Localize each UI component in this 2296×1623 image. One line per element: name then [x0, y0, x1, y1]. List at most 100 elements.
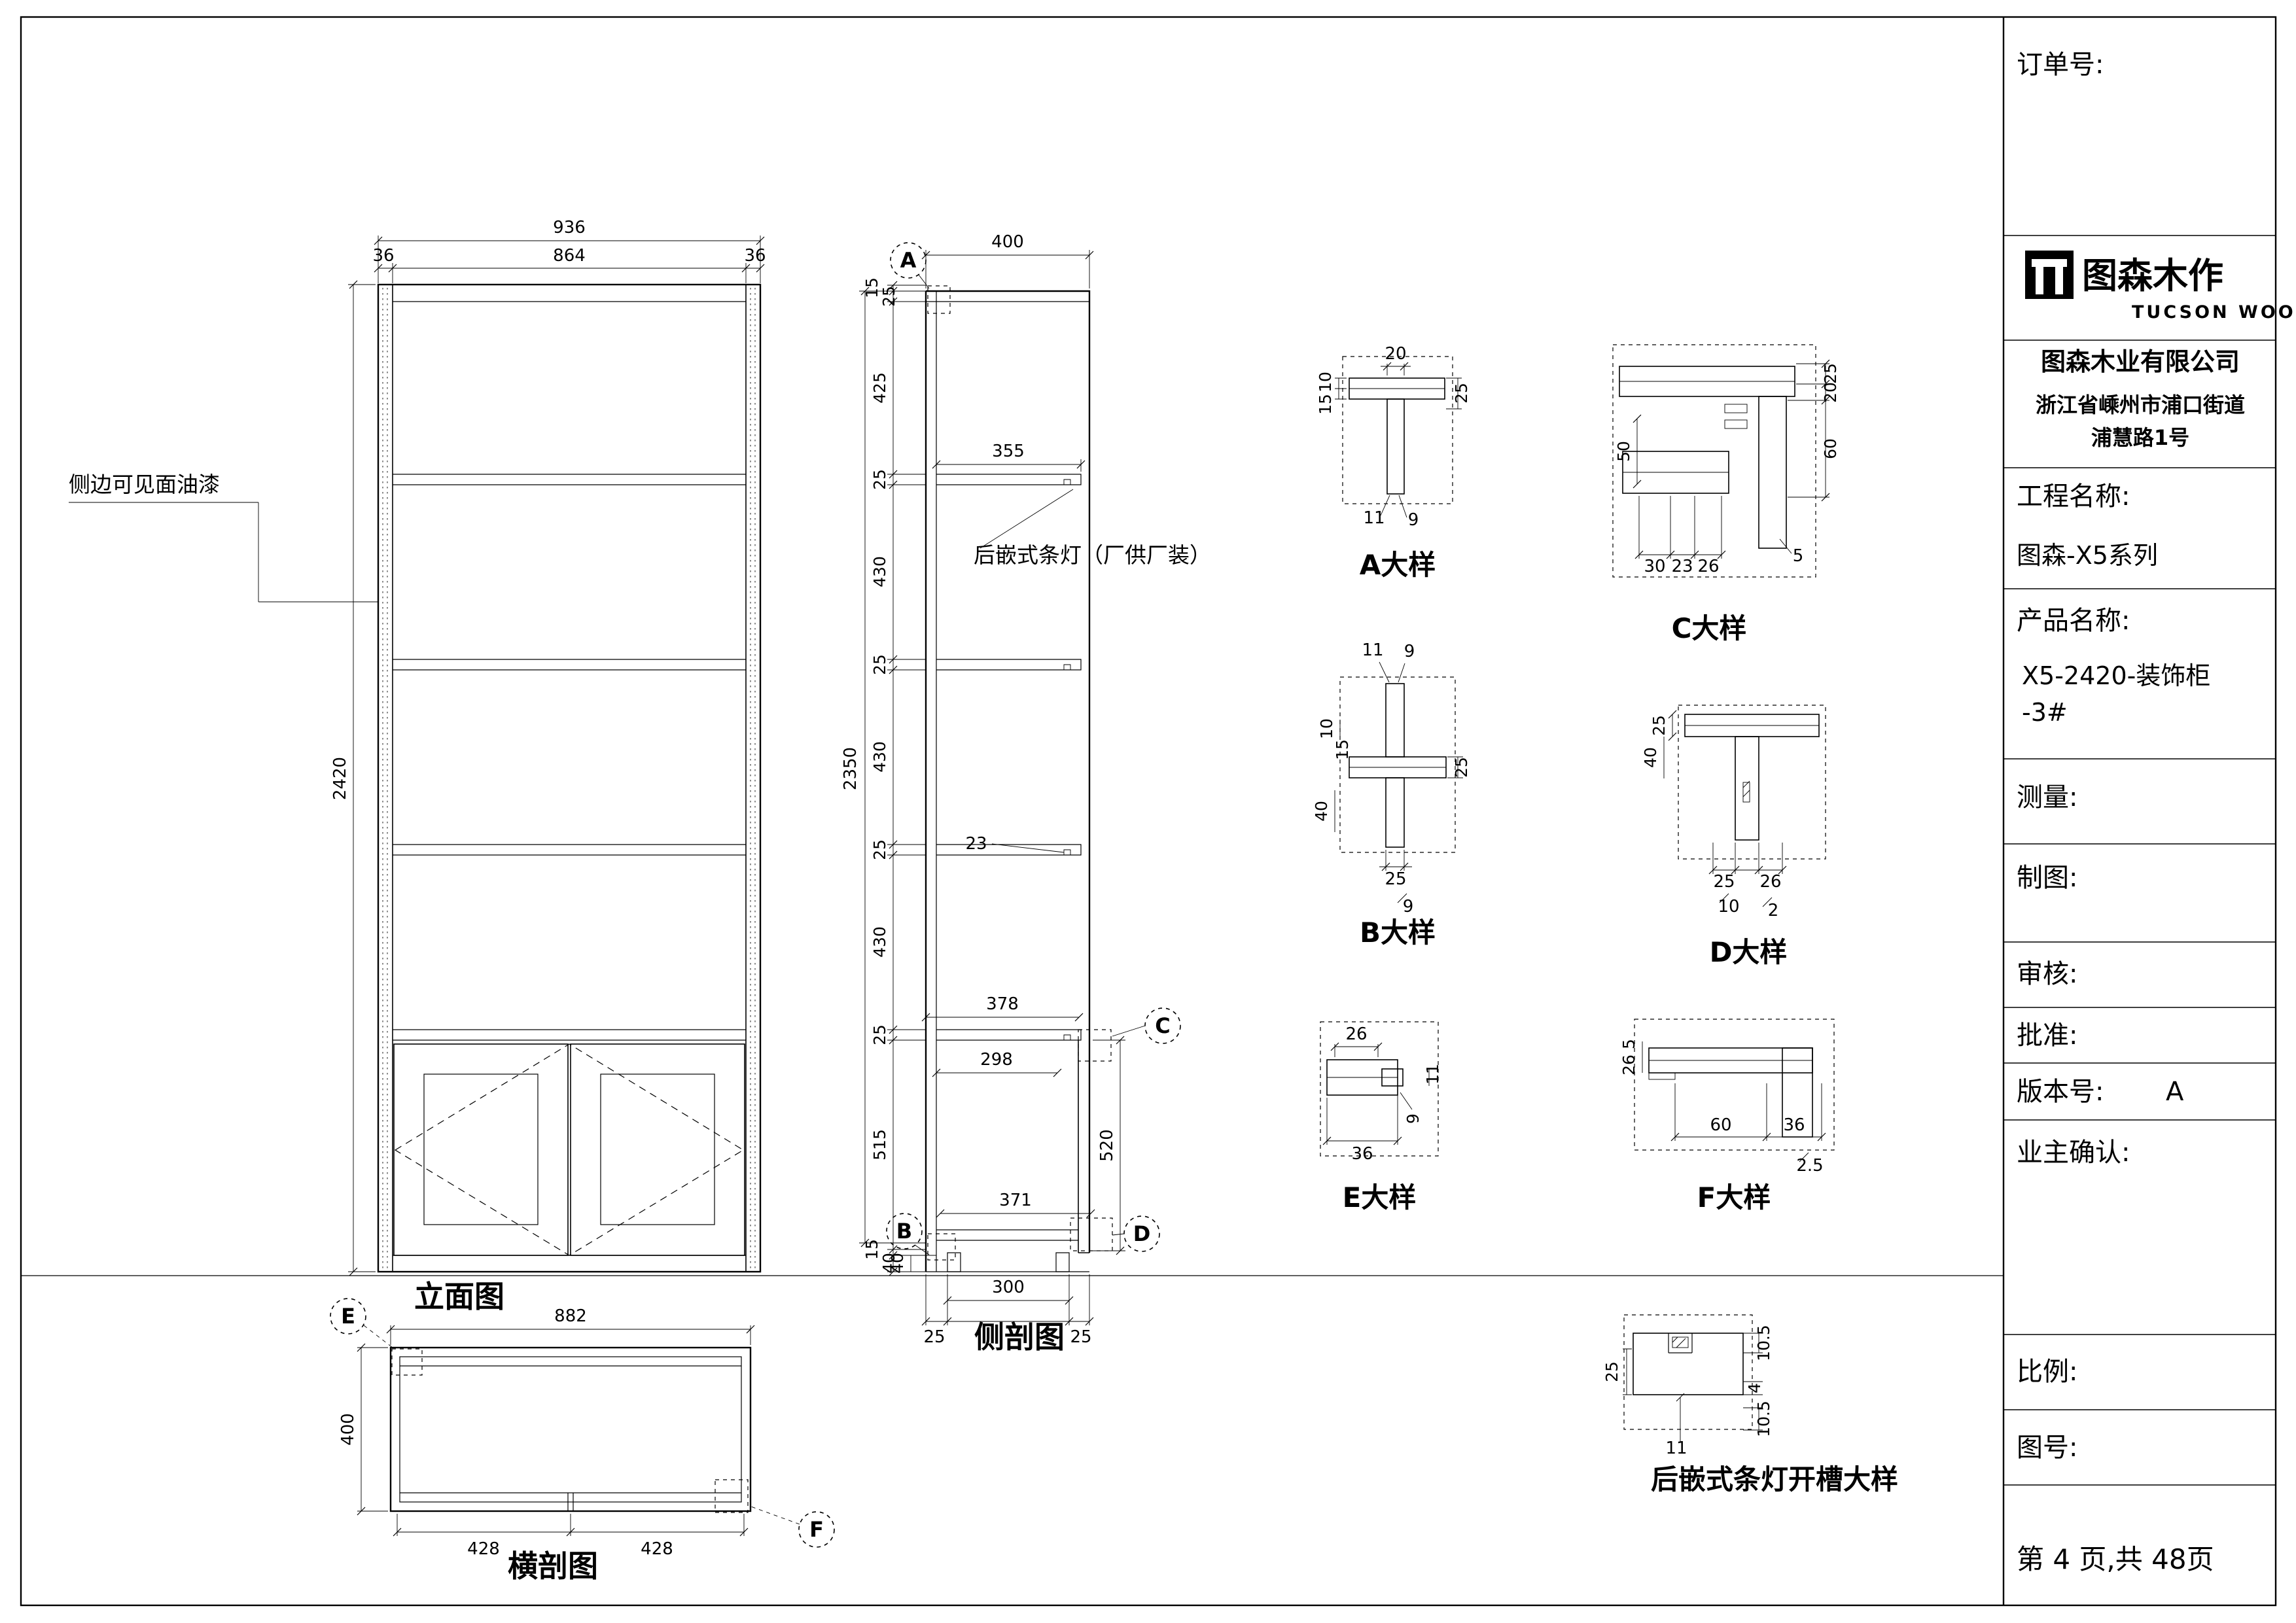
paint-note-text: 侧边可见面油漆 [69, 472, 220, 497]
marker-c: C [1155, 1013, 1170, 1038]
plan-markers: E F [330, 1298, 835, 1548]
side-dim-23: 23 [965, 834, 987, 854]
detail-c-dim-50: 50 [1614, 441, 1633, 462]
detail-d-dim-25-bottom: 25 [1713, 872, 1735, 892]
drafting-label: 制图: [2017, 863, 2077, 893]
detail-d-geometry [1684, 714, 1820, 841]
measure-label: 测量: [2017, 782, 2077, 812]
scale-label: 比例: [2017, 1357, 2077, 1387]
detail-e-dimensions: 26 11 9 36 [1322, 1024, 1442, 1164]
detail-b-dim-25-right: 25 [1452, 757, 1471, 778]
detail-c-dim-20: 20 [1821, 382, 1840, 403]
side-dim-298: 298 [980, 1050, 1013, 1070]
side-dim-25-right: 25 [1070, 1327, 1091, 1347]
detail-b-title: B大样 [1360, 916, 1436, 949]
marker-b: B [896, 1219, 912, 1244]
sheet-border [20, 16, 2277, 1607]
side-chain-25-d: 25 [870, 839, 889, 860]
detail-light-geometry [1633, 1333, 1744, 1395]
title-block: 订单号: 图森木作 TUCSON WOOD 图森木业有限公司 浙江省嵊州市浦口街… [2004, 50, 2296, 1575]
detail-b-dim-25-bottom: 25 [1385, 869, 1406, 889]
elev-dim-36-left: 36 [372, 246, 394, 266]
plan-dim-882: 882 [554, 1306, 587, 1326]
side-chain-425: 425 [870, 372, 889, 404]
detail-b-view: 11 9 10 15 40 25 25 9 B大样 [1312, 640, 1471, 949]
detail-a-dim-10: 10 [1316, 372, 1335, 393]
detail-b-dim-15: 15 [1333, 739, 1352, 760]
side-chain-515: 515 [870, 1129, 889, 1161]
detail-light-dimensions: 25 11 10.5 4 10.5 [1602, 1325, 1773, 1458]
light-note-text: 后嵌式条灯（厂供厂装） [974, 542, 1211, 568]
detail-d-dim-40: 40 [1641, 747, 1660, 768]
detail-b-dim-10: 10 [1317, 718, 1336, 739]
company-logo: 图森木作 TUCSON WOOD [2025, 251, 2296, 323]
side-dim-355: 355 [992, 442, 1025, 461]
product-name-value-line2: -3# [2022, 698, 2068, 727]
detail-b-dim-11: 11 [1362, 640, 1383, 660]
company-address-line2: 浦慧路1号 [2091, 425, 2189, 450]
elevation-geometry [377, 283, 762, 1273]
elevation-paint-note: 侧边可见面油漆 [69, 472, 378, 602]
detail-light-dim-10-5-bottom: 10.5 [1754, 1401, 1773, 1437]
plan-section-view: 882 400 428 428 E F 横剖图 [330, 1298, 835, 1584]
logo-name: 图森木作 [2082, 255, 2223, 296]
detail-c-dim-60: 60 [1821, 438, 1840, 459]
detail-c-dim-23: 23 [1671, 557, 1693, 576]
side-section-geometry [925, 285, 1113, 1272]
drawing-number-label: 图号: [2017, 1433, 2077, 1463]
marker-d: D [1133, 1221, 1151, 1246]
detail-a-dim-11: 11 [1363, 508, 1385, 528]
marker-f: F [809, 1517, 824, 1542]
detail-e-view: 26 11 9 36 E大样 [1320, 1021, 1442, 1213]
detail-b-dim-9-bottom: 9 [1403, 897, 1414, 916]
plan-geometry [389, 1346, 752, 1513]
side-dim-371: 371 [999, 1191, 1032, 1210]
detail-c-view: 25 20 60 50 30 23 26 5 C大样 [1612, 344, 1840, 644]
detail-light-title: 后嵌式条灯开槽大样 [1651, 1463, 1898, 1495]
detail-light-dim-10-5-top: 10.5 [1754, 1325, 1773, 1361]
detail-e-dim-26: 26 [1345, 1024, 1367, 1044]
side-dim-40-base: 40 [888, 1253, 907, 1274]
detail-d-dimensions: 25 40 25 26 10 2 [1641, 710, 1787, 920]
detail-c-geometry [1619, 366, 1795, 549]
detail-a-dimensions: 20 10 15 25 11 9 [1316, 344, 1471, 530]
detail-c-title: C大样 [1672, 612, 1747, 644]
detail-f-dim-60: 60 [1710, 1115, 1731, 1135]
detail-f-dim-26: 26 [1619, 1055, 1638, 1075]
side-dim-25-left: 25 [923, 1327, 945, 1347]
detail-e-dim-36: 36 [1351, 1144, 1373, 1164]
plan-dim-428-right: 428 [641, 1539, 673, 1559]
side-dim-520: 520 [1097, 1129, 1117, 1162]
elevation-dimensions: 936 36 864 36 2420 [330, 218, 766, 1276]
side-chain-25-e: 25 [870, 1024, 889, 1045]
elev-dim-2420: 2420 [330, 757, 350, 800]
detail-e-title: E大样 [1343, 1181, 1417, 1213]
detail-a-dim-25: 25 [1452, 383, 1471, 404]
detail-c-dim-30: 30 [1644, 557, 1665, 576]
detail-light-dim-4: 4 [1745, 1383, 1764, 1393]
detail-a-view: 20 10 15 25 11 9 A大样 [1316, 344, 1471, 581]
detail-light-dim-11: 11 [1665, 1439, 1687, 1458]
detail-e-geometry [1326, 1059, 1404, 1096]
detail-c-dim-5: 5 [1793, 546, 1804, 566]
detail-f-view: 5 26 60 36 2.5 F大样 [1619, 1019, 1835, 1213]
detail-a-dim-20: 20 [1385, 344, 1406, 364]
detail-d-view: 25 40 25 26 10 2 D大样 [1641, 705, 1826, 968]
elev-dim-36-right: 36 [744, 246, 766, 266]
elev-dim-864: 864 [553, 246, 586, 266]
elev-dim-936: 936 [553, 218, 586, 237]
product-name-label: 产品名称: [2017, 606, 2130, 636]
side-section-title: 侧剖图 [974, 1319, 1065, 1355]
marker-a: A [900, 248, 917, 273]
plan-dim-428-left: 428 [467, 1539, 500, 1559]
version-value: A [2166, 1077, 2184, 1107]
side-dim-378: 378 [986, 994, 1019, 1014]
detail-b-dim-40: 40 [1312, 801, 1331, 822]
detail-light-dim-25: 25 [1602, 1361, 1621, 1382]
side-chain-25-a: 25 [879, 286, 898, 307]
project-name-value: 图森-X5系列 [2017, 541, 2158, 570]
side-section-dimensions: 400 15 25 425 25 430 25 430 25 430 25 51… [841, 232, 1125, 1347]
detail-c-dimensions: 25 20 60 50 30 23 26 5 [1614, 359, 1840, 576]
side-chain-430-b: 430 [870, 741, 889, 773]
